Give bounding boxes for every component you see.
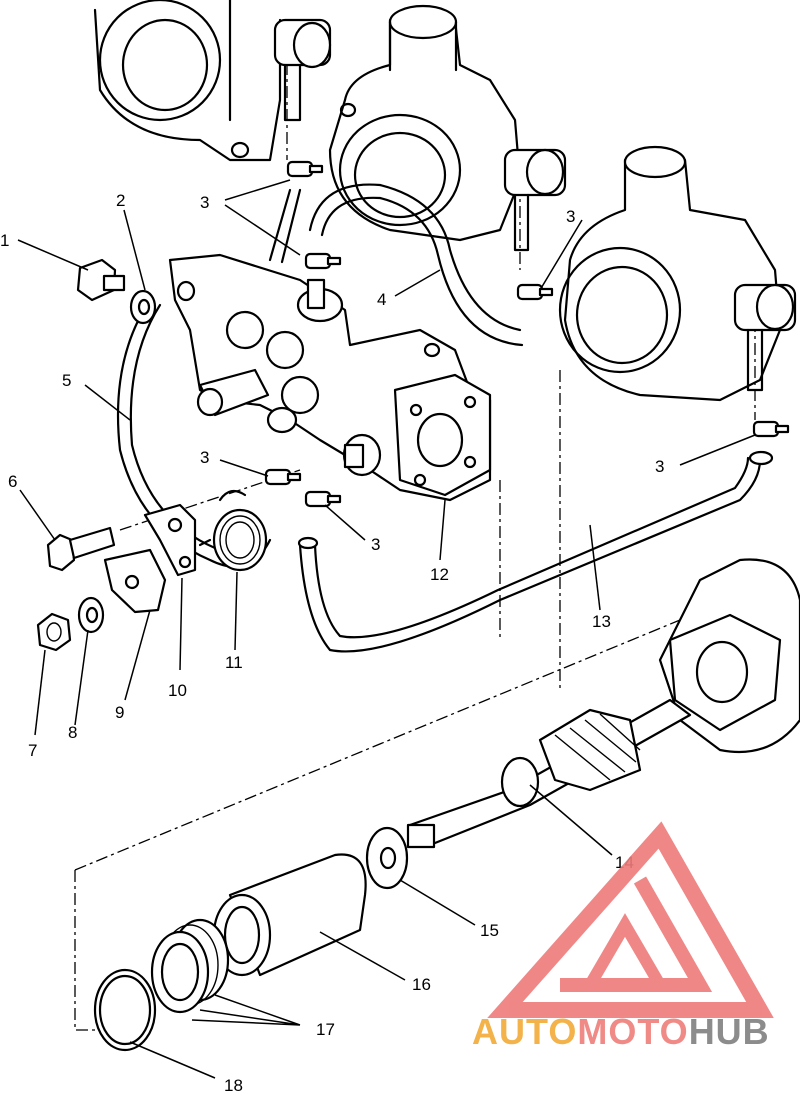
watermark-logo-icon bbox=[487, 821, 774, 1018]
callout-3-far-right: 3 bbox=[655, 457, 664, 476]
callout-5: 5 bbox=[62, 371, 71, 390]
callout-11: 11 bbox=[225, 653, 243, 672]
spring-part-17 bbox=[150, 918, 230, 1014]
carburetor-upper-left bbox=[93, 0, 332, 162]
watermark-text-auto: AUTO bbox=[472, 1011, 577, 1052]
callout-3-upper: 3 bbox=[200, 193, 209, 212]
watermark: AUTOMOTOHUB bbox=[472, 821, 774, 1052]
callout-9: 9 bbox=[115, 703, 124, 722]
small-parts bbox=[36, 258, 268, 652]
callout-4: 4 bbox=[377, 290, 386, 309]
callout-16: 16 bbox=[412, 975, 431, 994]
nut-part-7 bbox=[36, 612, 72, 652]
leader-lines bbox=[17, 179, 756, 1079]
carburetor-upper-middle bbox=[328, 4, 567, 252]
callout-labels: 1 2 3 3 3 3 3 4 5 6 7 8 9 10 11 12 13 14… bbox=[0, 191, 664, 1094]
callout-15: 15 bbox=[480, 921, 499, 940]
callout-12: 12 bbox=[430, 565, 449, 584]
watermark-text-hub: HUB bbox=[689, 1011, 770, 1052]
callout-8: 8 bbox=[68, 723, 77, 742]
callout-10: 10 bbox=[168, 681, 187, 700]
screw-part-1 bbox=[76, 258, 126, 302]
callout-18: 18 bbox=[224, 1076, 243, 1094]
bolt-part-6 bbox=[46, 526, 116, 572]
callout-2: 2 bbox=[116, 191, 125, 210]
callout-13: 13 bbox=[592, 612, 611, 631]
drive-shaft-assembly bbox=[406, 558, 800, 849]
callout-3-right: 3 bbox=[566, 207, 575, 226]
watermark-text: AUTOMOTOHUB bbox=[472, 1011, 770, 1052]
callout-6: 6 bbox=[8, 472, 17, 491]
callout-7: 7 bbox=[28, 741, 37, 760]
callout-1: 1 bbox=[0, 231, 9, 250]
callout-17: 17 bbox=[316, 1020, 335, 1039]
spring-part-11 bbox=[198, 489, 268, 572]
callout-3-lower: 3 bbox=[371, 535, 380, 554]
washer-part-15 bbox=[365, 826, 409, 890]
oil-pump-body bbox=[168, 253, 492, 502]
ring-part-18 bbox=[93, 968, 157, 1052]
washer-part-2 bbox=[129, 289, 157, 325]
hoses bbox=[116, 183, 774, 653]
carburetor-right bbox=[558, 145, 797, 402]
hose-clamps bbox=[264, 160, 790, 508]
washer-part-8 bbox=[77, 596, 105, 634]
lever-part-9 bbox=[103, 548, 167, 614]
lever-part-10 bbox=[143, 503, 197, 577]
sleeve-part-16 bbox=[212, 853, 367, 977]
watermark-text-moto: MOTO bbox=[577, 1011, 688, 1052]
callout-3-middle: 3 bbox=[200, 448, 209, 467]
